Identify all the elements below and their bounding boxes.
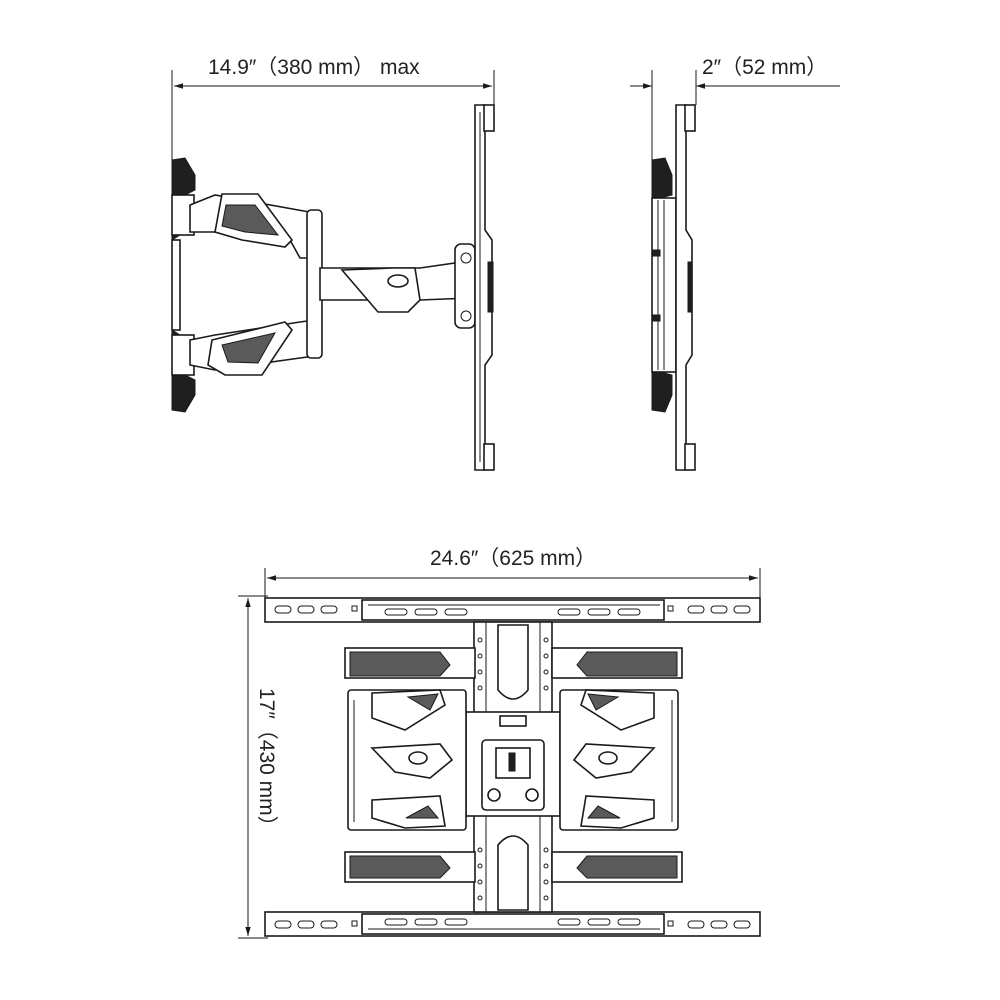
height-dimension-label: 17″（430 mm）	[255, 688, 278, 837]
inner-arms-right	[559, 689, 679, 831]
width-dimension-label: 24.6″（625 mm）	[430, 547, 596, 570]
lower-arm-side	[189, 319, 316, 376]
tilt-head-side	[454, 243, 476, 329]
outer-arm-top-right	[551, 647, 683, 679]
center-tilt-block	[465, 711, 561, 817]
outer-arm-bottom-left	[344, 851, 476, 883]
tv-bracket-folded	[675, 104, 693, 471]
side-view-folded: 2″（52 mm）	[630, 56, 840, 471]
bottom-rail	[264, 911, 761, 937]
tv-bracket-side	[474, 104, 495, 471]
width-dimension: 24.6″（625 mm）	[264, 547, 761, 600]
top-rail	[264, 597, 761, 623]
wall-plate-folded-top	[651, 157, 673, 199]
profile-dimension-label: 2″（52 mm）	[702, 56, 827, 79]
wall-plate-side	[171, 157, 196, 413]
extension-dimension: 14.9″（380 mm） max	[171, 56, 495, 160]
extension-dimension-label: 14.9″（380 mm） max	[208, 56, 420, 79]
height-dimension: 17″（430 mm）	[238, 595, 278, 939]
upper-arm-side	[189, 193, 316, 259]
forearm-side	[319, 261, 471, 313]
outer-arm-top-left	[344, 647, 476, 679]
wall-plate-folded-bottom	[651, 371, 673, 413]
profile-dimension: 2″（52 mm）	[630, 56, 840, 160]
side-view-extended: 14.9″（380 mm） max	[171, 56, 495, 471]
front-view: 24.6″（625 mm） 17″（430 mm）	[238, 547, 761, 939]
outer-arm-bottom-right	[551, 851, 683, 883]
inner-arms-left	[347, 689, 467, 831]
